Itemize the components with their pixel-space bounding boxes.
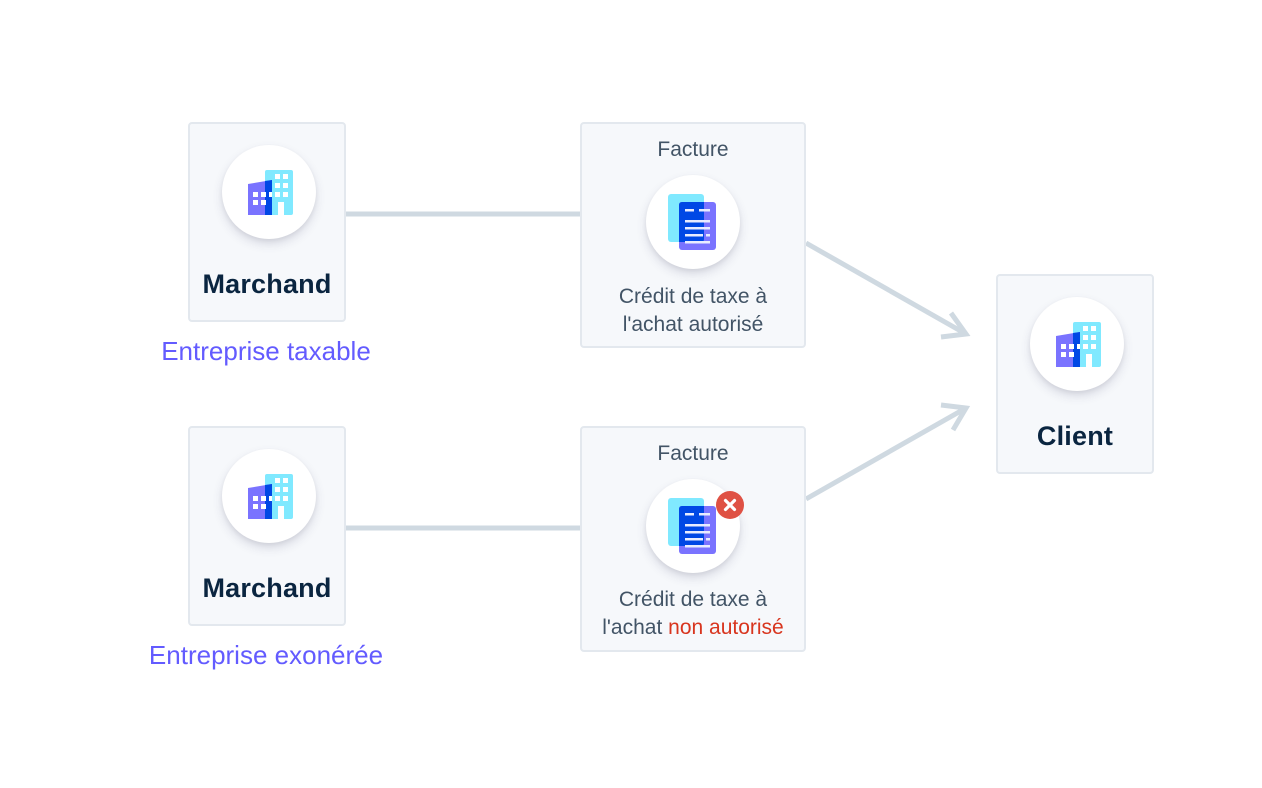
merchant-taxable-card: Marchand — [188, 122, 346, 322]
x-circle-icon — [716, 491, 744, 519]
merchant-exempt-card: Marchand — [188, 426, 346, 626]
invoice-allowed-desc-line1: Crédit de taxe à — [618, 285, 768, 308]
invoice-denied-highlight: non autorisé — [668, 616, 784, 639]
customer-label: Client — [1036, 421, 1114, 451]
customer-card: Client — [996, 274, 1154, 474]
merchant-taxable-label: Marchand — [202, 269, 332, 299]
building-icon — [1056, 322, 1101, 367]
building-icon — [248, 170, 293, 215]
arrow-invoice-denied-to-client — [804, 405, 968, 502]
invoice-denied-title: Facture — [657, 442, 729, 465]
invoice-allowed-description: Crédit de taxe à l'achat autorisé — [582, 283, 804, 339]
customer-icon-circle — [1030, 297, 1124, 391]
invoice-document-icon — [668, 194, 716, 250]
arrowhead-bottom — [940, 402, 971, 432]
invoice-denied-card: Facture Crédit de taxe à l'achat non aut… — [580, 426, 806, 652]
invoice-denied-description: Crédit de taxe à l'achat non autorisé — [582, 586, 804, 642]
invoice-allowed-title: Facture — [657, 138, 729, 161]
merchant-exempt-category: Entreprise exonérée — [148, 640, 384, 670]
invoice-denied-desc-line1: Crédit de taxe à — [618, 588, 768, 611]
merchant-exempt-icon-circle — [222, 449, 316, 543]
merchant-taxable-category: Entreprise taxable — [161, 336, 371, 366]
invoice-allowed-card: Facture Crédit de taxe à l'achat autoris… — [580, 122, 806, 348]
invoice-denied-desc-prefix: l'achat — [602, 616, 669, 639]
invoice-denied-desc-line2: l'achat non autorisé — [582, 614, 804, 642]
invoice-allowed-icon-circle — [646, 175, 740, 269]
arrowhead-top — [940, 311, 971, 340]
building-icon — [248, 474, 293, 519]
merchant-taxable-icon-circle — [222, 145, 316, 239]
invoice-document-icon — [668, 498, 716, 554]
arrow-invoice-allowed-to-client — [804, 240, 968, 337]
merchant-exempt-label: Marchand — [202, 573, 332, 603]
invoice-allowed-desc-line2: l'achat autorisé — [622, 313, 764, 336]
